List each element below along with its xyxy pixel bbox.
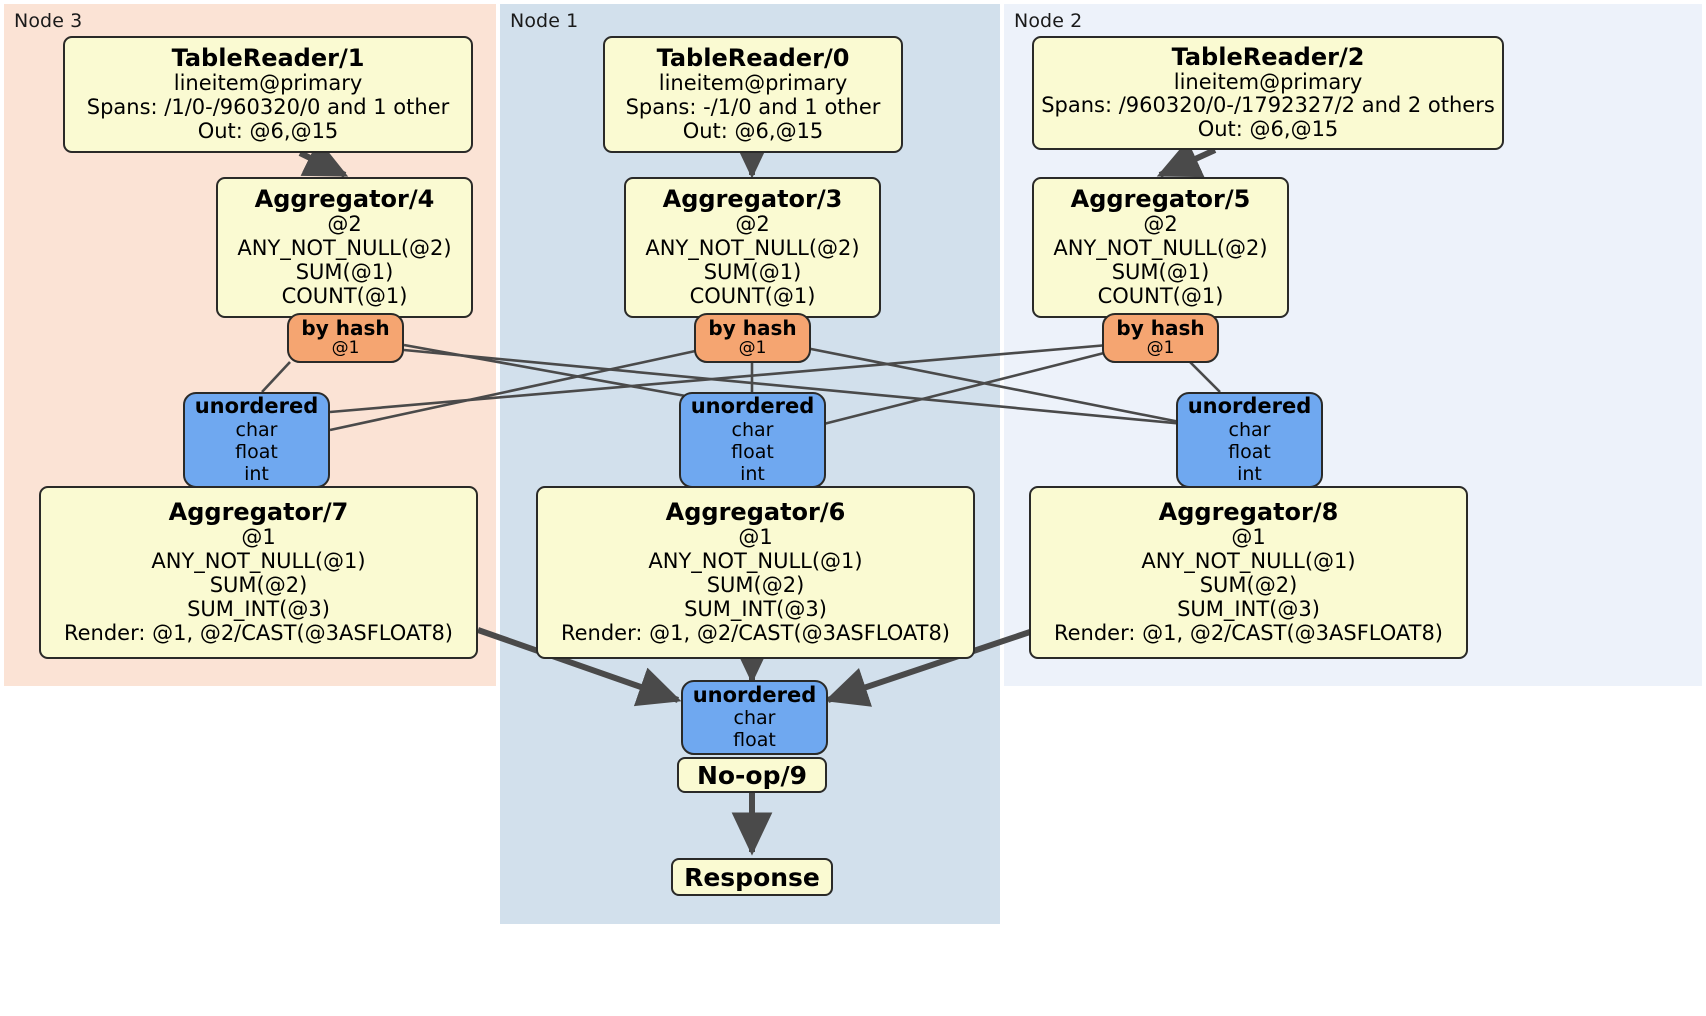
router-line: @1 — [331, 338, 360, 359]
processor-aggregator-5[interactable]: Aggregator/5 @2 ANY_NOT_NULL(@2) SUM(@1)… — [1032, 177, 1289, 318]
processor-line: Spans: -/1/0 and 1 other — [625, 94, 881, 119]
processor-aggregator-7[interactable]: Aggregator/7 @1 ANY_NOT_NULL(@1) SUM(@2)… — [39, 486, 478, 659]
receiver-line: char — [733, 707, 776, 730]
router-by-hash-5[interactable]: by hash @1 — [1102, 313, 1219, 363]
processor-line: SUM(@2) — [706, 572, 805, 597]
processor-title: Response — [684, 862, 820, 892]
processor-line: Spans: /1/0-/960320/0 and 1 other — [86, 94, 450, 119]
processor-line: SUM_INT(@3) — [684, 596, 827, 621]
processor-tablereader-2[interactable]: TableReader/2 lineitem@primary Spans: /9… — [1032, 36, 1504, 150]
processor-tablereader-0[interactable]: TableReader/0 lineitem@primary Spans: -/… — [603, 36, 903, 153]
processor-line: @2 — [327, 212, 362, 237]
processor-noop-9[interactable]: No-op/9 — [677, 757, 827, 793]
receiver-line: float — [733, 729, 776, 752]
processor-line: SUM_INT(@3) — [187, 596, 330, 621]
processor-line: SUM(@2) — [1199, 572, 1298, 597]
processor-line: lineitem@primary — [658, 71, 848, 96]
processor-title: Aggregator/3 — [662, 185, 843, 214]
processor-line: @2 — [1143, 212, 1178, 237]
processor-line: lineitem@primary — [173, 71, 363, 96]
node-panel-label-node3: Node 3 — [14, 10, 83, 32]
processor-title: Aggregator/7 — [168, 498, 349, 527]
processor-title: Aggregator/8 — [1158, 498, 1339, 527]
processor-line: ANY_NOT_NULL(@2) — [237, 236, 452, 260]
processor-title: Aggregator/6 — [665, 498, 846, 527]
processor-line: Out: @6,@15 — [197, 118, 339, 143]
processor-title: Aggregator/4 — [254, 185, 435, 214]
receiver-line: float — [731, 440, 774, 463]
router-line: @1 — [1146, 338, 1175, 359]
processor-line: ANY_NOT_NULL(@2) — [645, 236, 860, 260]
router-title: by hash — [1116, 316, 1205, 341]
processor-title: TableReader/1 — [171, 44, 365, 73]
processor-line: @1 — [738, 525, 773, 550]
processor-line: Spans: /960320/0-/1792327/2 and 2 others — [1041, 93, 1495, 118]
processor-line: COUNT(@1) — [689, 283, 816, 308]
receiver-line: float — [1228, 440, 1271, 463]
processor-line: SUM_INT(@3) — [1177, 596, 1320, 621]
processor-line: ANY_NOT_NULL(@1) — [151, 549, 366, 574]
processor-line: Render: @1, @2/CAST(@3ASFLOAT8) — [1053, 620, 1444, 645]
router-line: @1 — [738, 338, 767, 359]
receiver-line: char — [731, 418, 774, 441]
receiver-title: unordered — [194, 394, 319, 419]
processor-line: SUM(@1) — [1111, 259, 1210, 284]
processor-line: SUM(@2) — [209, 572, 308, 597]
receiver-line: char — [1228, 418, 1271, 441]
processor-line: Render: @1, @2/CAST(@3ASFLOAT8) — [560, 620, 951, 645]
processor-aggregator-6[interactable]: Aggregator/6 @1 ANY_NOT_NULL(@1) SUM(@2)… — [536, 486, 975, 659]
processor-line: SUM(@1) — [703, 259, 802, 284]
receiver-line: float — [235, 440, 278, 463]
node-panel-label-node2: Node 2 — [1014, 10, 1083, 32]
processor-line: SUM(@1) — [295, 259, 394, 284]
processor-line: @2 — [735, 212, 770, 237]
receiver-title: unordered — [690, 394, 815, 419]
receiver-title: unordered — [1187, 394, 1312, 419]
processor-title: No-op/9 — [696, 760, 808, 790]
processor-line: Out: @6,@15 — [1197, 117, 1339, 142]
receiver-line: int — [740, 462, 765, 485]
processor-aggregator-4[interactable]: Aggregator/4 @2 ANY_NOT_NULL(@2) SUM(@1)… — [216, 177, 473, 318]
processor-line: COUNT(@1) — [281, 283, 408, 308]
receiver-title: unordered — [692, 682, 817, 707]
receiver-unordered-8[interactable]: unordered char float int — [1176, 392, 1323, 488]
processor-aggregator-3[interactable]: Aggregator/3 @2 ANY_NOT_NULL(@2) SUM(@1)… — [624, 177, 881, 318]
processor-line: lineitem@primary — [1173, 69, 1363, 94]
receiver-line: char — [235, 418, 278, 441]
processor-title: TableReader/0 — [656, 44, 850, 73]
receiver-line: int — [1237, 462, 1262, 485]
processor-line: COUNT(@1) — [1097, 283, 1224, 308]
router-title: by hash — [708, 316, 797, 341]
processor-aggregator-8[interactable]: Aggregator/8 @1 ANY_NOT_NULL(@1) SUM(@2)… — [1029, 486, 1468, 659]
processor-tablereader-1[interactable]: TableReader/1 lineitem@primary Spans: /1… — [63, 36, 473, 153]
processor-title: Aggregator/5 — [1070, 185, 1251, 214]
processor-title: TableReader/2 — [1171, 42, 1365, 71]
receiver-unordered-6[interactable]: unordered char float int — [679, 392, 826, 488]
router-title: by hash — [301, 316, 390, 341]
receiver-line: int — [244, 462, 269, 485]
router-by-hash-3[interactable]: by hash @1 — [694, 313, 811, 363]
processor-line: ANY_NOT_NULL(@2) — [1053, 236, 1268, 260]
processor-line: ANY_NOT_NULL(@1) — [648, 549, 863, 574]
processor-line: Render: @1, @2/CAST(@3ASFLOAT8) — [63, 620, 454, 645]
processor-response[interactable]: Response — [671, 858, 833, 896]
router-by-hash-4[interactable]: by hash @1 — [287, 313, 404, 363]
processor-line: Out: @6,@15 — [682, 118, 824, 143]
receiver-unordered-final[interactable]: unordered char float — [681, 680, 828, 755]
processor-line: @1 — [1231, 525, 1266, 550]
receiver-unordered-7[interactable]: unordered char float int — [183, 392, 330, 488]
node-panel-label-node1: Node 1 — [510, 10, 579, 32]
processor-line: ANY_NOT_NULL(@1) — [1141, 549, 1356, 574]
processor-line: @1 — [241, 525, 276, 550]
